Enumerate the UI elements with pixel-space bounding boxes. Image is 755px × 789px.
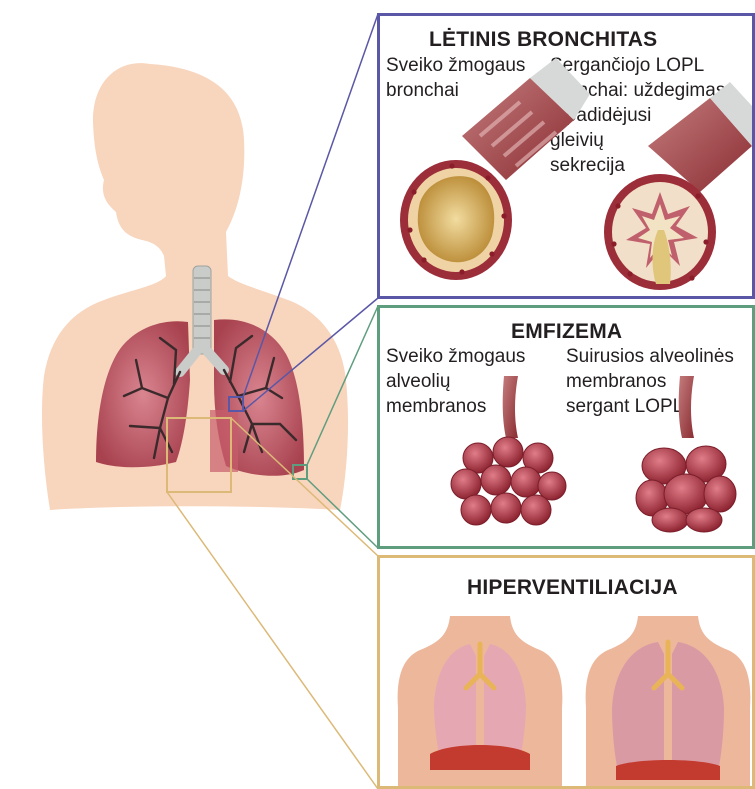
copd-torso-image xyxy=(586,616,751,786)
emphysema-panel: EMFIZEMA Sveiko žmogaus alveolių membran… xyxy=(377,305,755,549)
healthy-bronchus-image xyxy=(400,58,590,280)
chronic-bronchitis-panel: LĖTINIS BRONCHITAS Sveiko žmogaus bronch… xyxy=(377,13,755,299)
inflamed-bronchus-image xyxy=(604,82,752,290)
hyperventilation-panel: HIPERVENTILIACIJA xyxy=(377,555,755,789)
damaged-alveoli-image xyxy=(636,376,736,532)
alveoli-illustration xyxy=(380,308,752,546)
torso-illustration xyxy=(380,558,752,786)
bronchi-illustration xyxy=(380,16,752,296)
healthy-torso-image xyxy=(398,616,563,786)
healthy-alveoli-image xyxy=(451,376,566,525)
